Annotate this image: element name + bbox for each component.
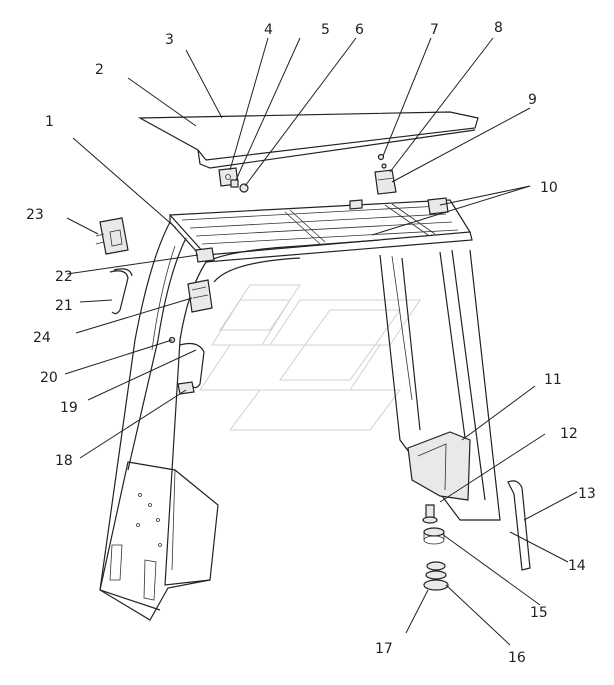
callout-21: 21 [55, 298, 73, 314]
callout-24: 24 [33, 330, 51, 346]
washer-6 [239, 183, 249, 193]
callout-20: 20 [40, 370, 58, 386]
callout-4: 4 [264, 22, 273, 38]
callout-14: 14 [568, 558, 586, 574]
callout-13: 13 [578, 486, 596, 502]
callout-12: 12 [560, 426, 578, 442]
switch-23 [95, 217, 129, 255]
grab-bar-19 [179, 342, 205, 389]
callout-7: 7 [430, 22, 439, 38]
roof-panel [137, 111, 479, 169]
callout-6: 6 [355, 22, 364, 38]
handle-21 [109, 268, 133, 315]
callout-8: 8 [494, 20, 503, 36]
callout-1: 1 [45, 114, 54, 130]
callout-11: 11 [544, 372, 562, 388]
hinge-bracket-8-9 [374, 169, 397, 195]
callout-10: 10 [540, 180, 558, 196]
bolt-12 [422, 504, 438, 524]
bracket-22 [195, 247, 215, 263]
callout-17: 17 [375, 641, 393, 657]
bolt-7 [377, 153, 387, 169]
callout-23: 23 [26, 207, 44, 223]
callout-15: 15 [530, 605, 548, 621]
callout-18: 18 [55, 453, 73, 469]
callout-16: 16 [508, 650, 526, 666]
callout-2: 2 [95, 62, 104, 78]
callout-19: 19 [60, 400, 78, 416]
bushing-15 [423, 527, 445, 545]
callout-3: 3 [165, 32, 174, 48]
control-box-24 [187, 279, 213, 313]
callout-9: 9 [528, 92, 537, 108]
callout-5: 5 [321, 22, 330, 38]
rubber-mount-16-17 [423, 561, 449, 591]
leader-lines [64, 37, 578, 646]
rear-mount-bracket-11 [407, 431, 471, 501]
side-trim-13-14 [507, 480, 531, 571]
callout-labels: 1 2 3 4 5 6 7 8 9 10 11 12 13 14 15 16 1… [26, 20, 596, 666]
watermark-logo [199, 284, 421, 431]
callout-22: 22 [55, 269, 73, 285]
left-post [99, 221, 381, 611]
left-foot-plate [99, 461, 219, 621]
nut-5 [230, 179, 239, 188]
clip-18 [177, 381, 195, 395]
canopy-top-frame [168, 197, 473, 263]
right-post [379, 249, 501, 521]
